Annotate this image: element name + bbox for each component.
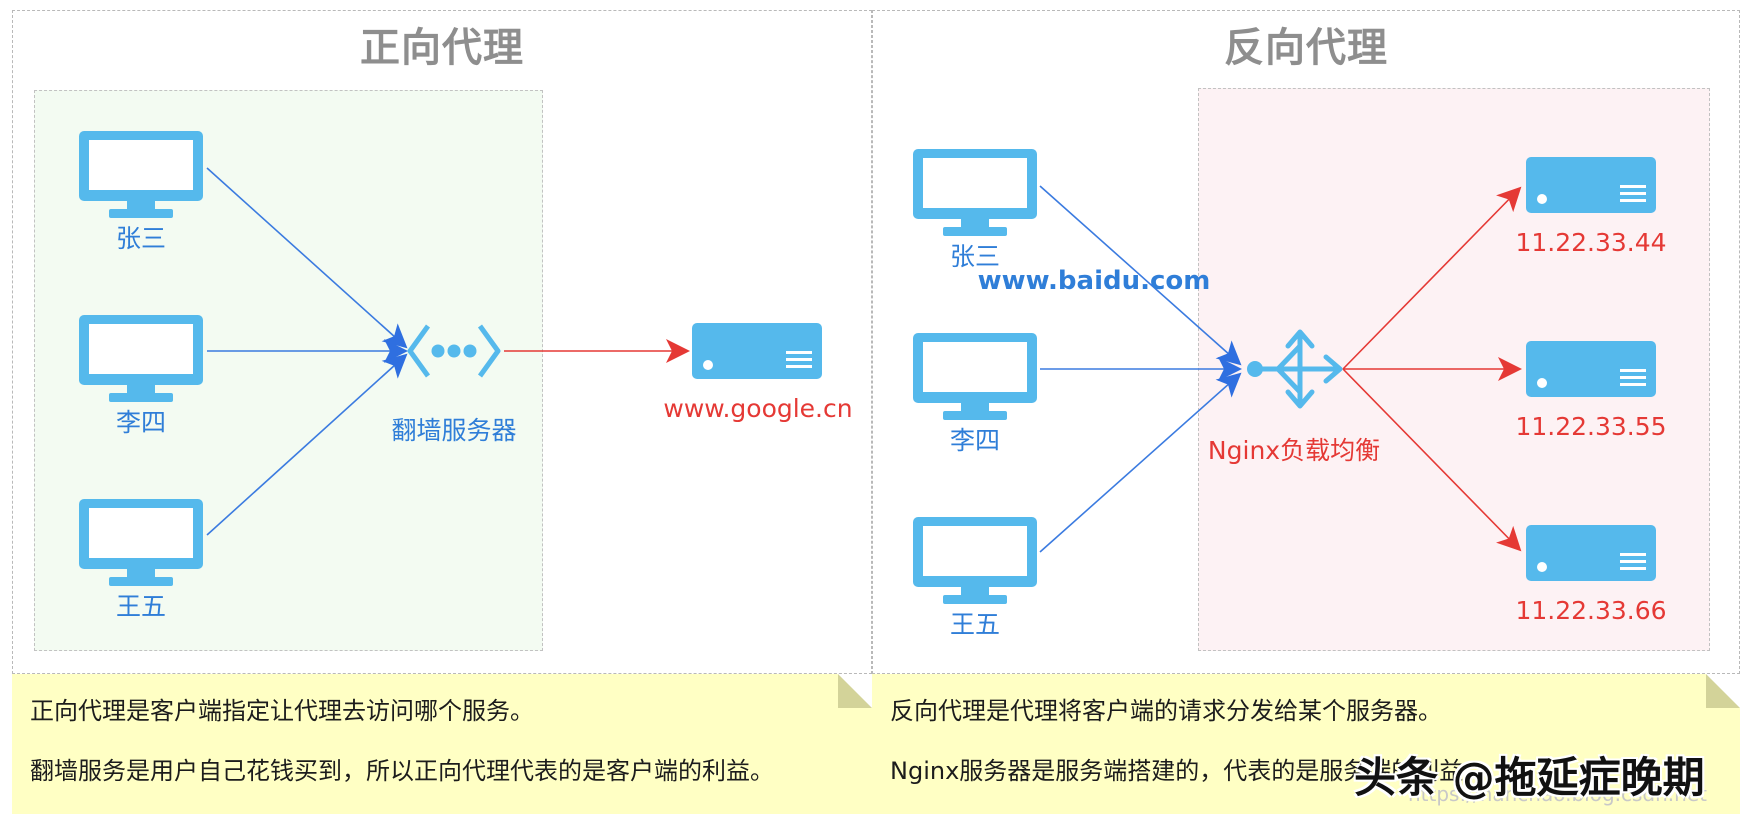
url-watermark: https://hanchao.blog.csdn.net bbox=[1408, 782, 1707, 806]
monitor-icon bbox=[913, 517, 1037, 604]
server-link bbox=[1342, 186, 1522, 370]
reverse-proxy-panel: 反向代理 bbox=[872, 10, 1740, 674]
proxy-icon bbox=[407, 324, 501, 378]
monitor-icon bbox=[79, 131, 203, 218]
client-link bbox=[1039, 372, 1242, 553]
client-label: 张三 bbox=[115, 224, 167, 253]
server-link bbox=[1342, 368, 1522, 552]
server-address-label: 11.22.33.66 bbox=[1515, 596, 1667, 625]
forward-proxy-title: 正向代理 bbox=[360, 25, 524, 71]
server-icon bbox=[1526, 157, 1656, 213]
forward-proxy-note: 正向代理是客户端指定让代理去访问哪个服务。 翻墙服务是用户自己花钱买到，所以正向… bbox=[12, 674, 872, 814]
note-line: 正向代理是客户端指定让代理去访问哪个服务。 bbox=[30, 697, 534, 725]
client-label: 李四 bbox=[115, 408, 167, 437]
forward-proxy-panel: 正向代理 bbox=[12, 10, 872, 674]
monitor-icon bbox=[913, 149, 1037, 236]
server-address-label: 11.22.33.55 bbox=[1515, 412, 1667, 441]
author-watermark: 头条 @拖延症晚期 bbox=[1354, 753, 1705, 802]
note-fold bbox=[838, 674, 872, 708]
note-line: 反向代理是代理将客户端的请求分发给某个服务器。 bbox=[890, 697, 1442, 725]
note-line: Nginx服务器是服务端搭建的，代表的是服务端的利益。 bbox=[890, 757, 1488, 785]
client-link bbox=[206, 353, 408, 536]
target-label: www.google.cn bbox=[663, 394, 853, 423]
client-link bbox=[1039, 185, 1242, 366]
server-icon bbox=[1526, 341, 1656, 397]
load-balancer-icon bbox=[1247, 329, 1343, 409]
request-url-label: www.baidu.com bbox=[977, 266, 1211, 296]
monitor-icon bbox=[913, 333, 1037, 420]
client-link bbox=[206, 167, 408, 349]
monitor-icon bbox=[79, 499, 203, 586]
server-icon bbox=[692, 323, 822, 379]
client-label: 王五 bbox=[115, 592, 167, 621]
monitor-icon bbox=[79, 315, 203, 402]
note-fold bbox=[1706, 674, 1740, 708]
client-label: 张三 bbox=[949, 242, 1001, 271]
note-line: 翻墙服务是用户自己花钱买到，所以正向代理代表的是客户端的利益。 bbox=[30, 757, 774, 785]
server-icon bbox=[1526, 525, 1656, 581]
server-address-label: 11.22.33.44 bbox=[1515, 228, 1667, 257]
proxy-label: 翻墙服务器 bbox=[391, 416, 517, 445]
client-label: 王五 bbox=[949, 610, 1001, 639]
reverse-proxy-title: 反向代理 bbox=[1224, 25, 1388, 71]
client-label: 李四 bbox=[949, 426, 1001, 455]
balancer-label: Nginx负载均衡 bbox=[1207, 436, 1381, 465]
reverse-proxy-note: 反向代理是代理将客户端的请求分发给某个服务器。 Nginx服务器是服务端搭建的，… bbox=[872, 674, 1740, 814]
